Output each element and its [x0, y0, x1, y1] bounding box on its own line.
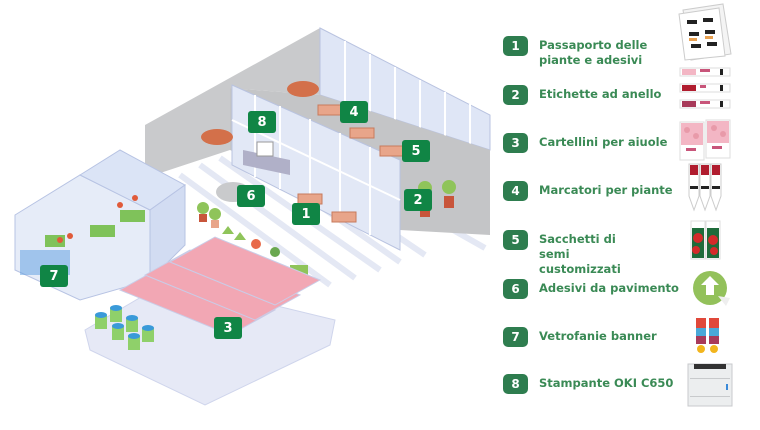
legend-badge: 5: [503, 230, 528, 250]
back-wall-left: [145, 28, 320, 178]
legend-label: Stampante OKI C650: [539, 376, 674, 390]
printer: [256, 141, 274, 157]
window-banners-thumbnail: [696, 310, 719, 354]
legend-label: Vetrofanie banner: [539, 329, 657, 343]
map-marker-8[interactable]: 8: [248, 111, 276, 133]
bed-cards-thumbnail: [679, 119, 731, 161]
legend-badge: 4: [503, 181, 528, 201]
map-marker-7[interactable]: 7: [40, 265, 68, 287]
map-marker-4[interactable]: 4: [340, 101, 368, 123]
legend-label: Marcatori per piante: [539, 183, 673, 197]
printer-desk: [243, 150, 290, 175]
legend-badge: 1: [503, 36, 528, 56]
plant-passport-sheet-thumbnail: [678, 3, 732, 61]
printer-thumbnail: [687, 363, 733, 407]
legend-badge: 7: [503, 327, 528, 347]
legend-label: Adesivi da pavimento: [539, 281, 679, 295]
seed-packets-thumbnail: [690, 220, 721, 260]
hanging-basket: [287, 81, 319, 97]
legend-badge: 2: [503, 85, 528, 105]
fertilizer-jars: [95, 305, 154, 350]
legend-badge: 8: [503, 374, 528, 394]
legend-badge: 3: [503, 133, 528, 153]
legend-item: 1 Passaporto delle piante e adesivi: [503, 36, 649, 68]
partition-window-grid: [231, 95, 401, 235]
greenhouse-illustration: [14, 27, 491, 406]
legend-label: Etichette ad anello: [539, 87, 662, 101]
map-marker-5[interactable]: 5: [402, 140, 430, 162]
legend-item: 6 Adesivi da pavimento: [503, 279, 679, 299]
legend-item: 5 Sacchetti di semi customizzati: [503, 230, 649, 277]
map-marker-2[interactable]: 2: [404, 189, 432, 211]
map-marker-6[interactable]: 6: [237, 185, 265, 207]
back-window-grid: [344, 41, 471, 144]
legend-label: Sacchetti di semi customizzati: [539, 232, 621, 276]
plant-markers-thumbnail: [688, 163, 722, 212]
legend-badge: 6: [503, 279, 528, 299]
legend-item: 7 Vetrofanie banner: [503, 327, 679, 347]
ring-labels-thumbnail: [679, 67, 731, 109]
hanging-basket: [201, 129, 233, 145]
floor-sticker-thumbnail: [693, 271, 730, 306]
map-marker-3[interactable]: 3: [214, 317, 242, 339]
legend-item: 8 Stampante OKI C650: [503, 374, 679, 394]
legend-item: 3 Cartellini per aiuole: [503, 133, 679, 153]
map-marker-1[interactable]: 1: [292, 203, 320, 225]
legend-item: 2 Etichette ad anello: [503, 85, 679, 105]
legend-label: Passaporto delle piante e adesivi: [539, 38, 648, 67]
legend-item: 4 Marcatori per piante: [503, 181, 679, 201]
legend-label: Cartellini per aiuole: [539, 135, 668, 149]
